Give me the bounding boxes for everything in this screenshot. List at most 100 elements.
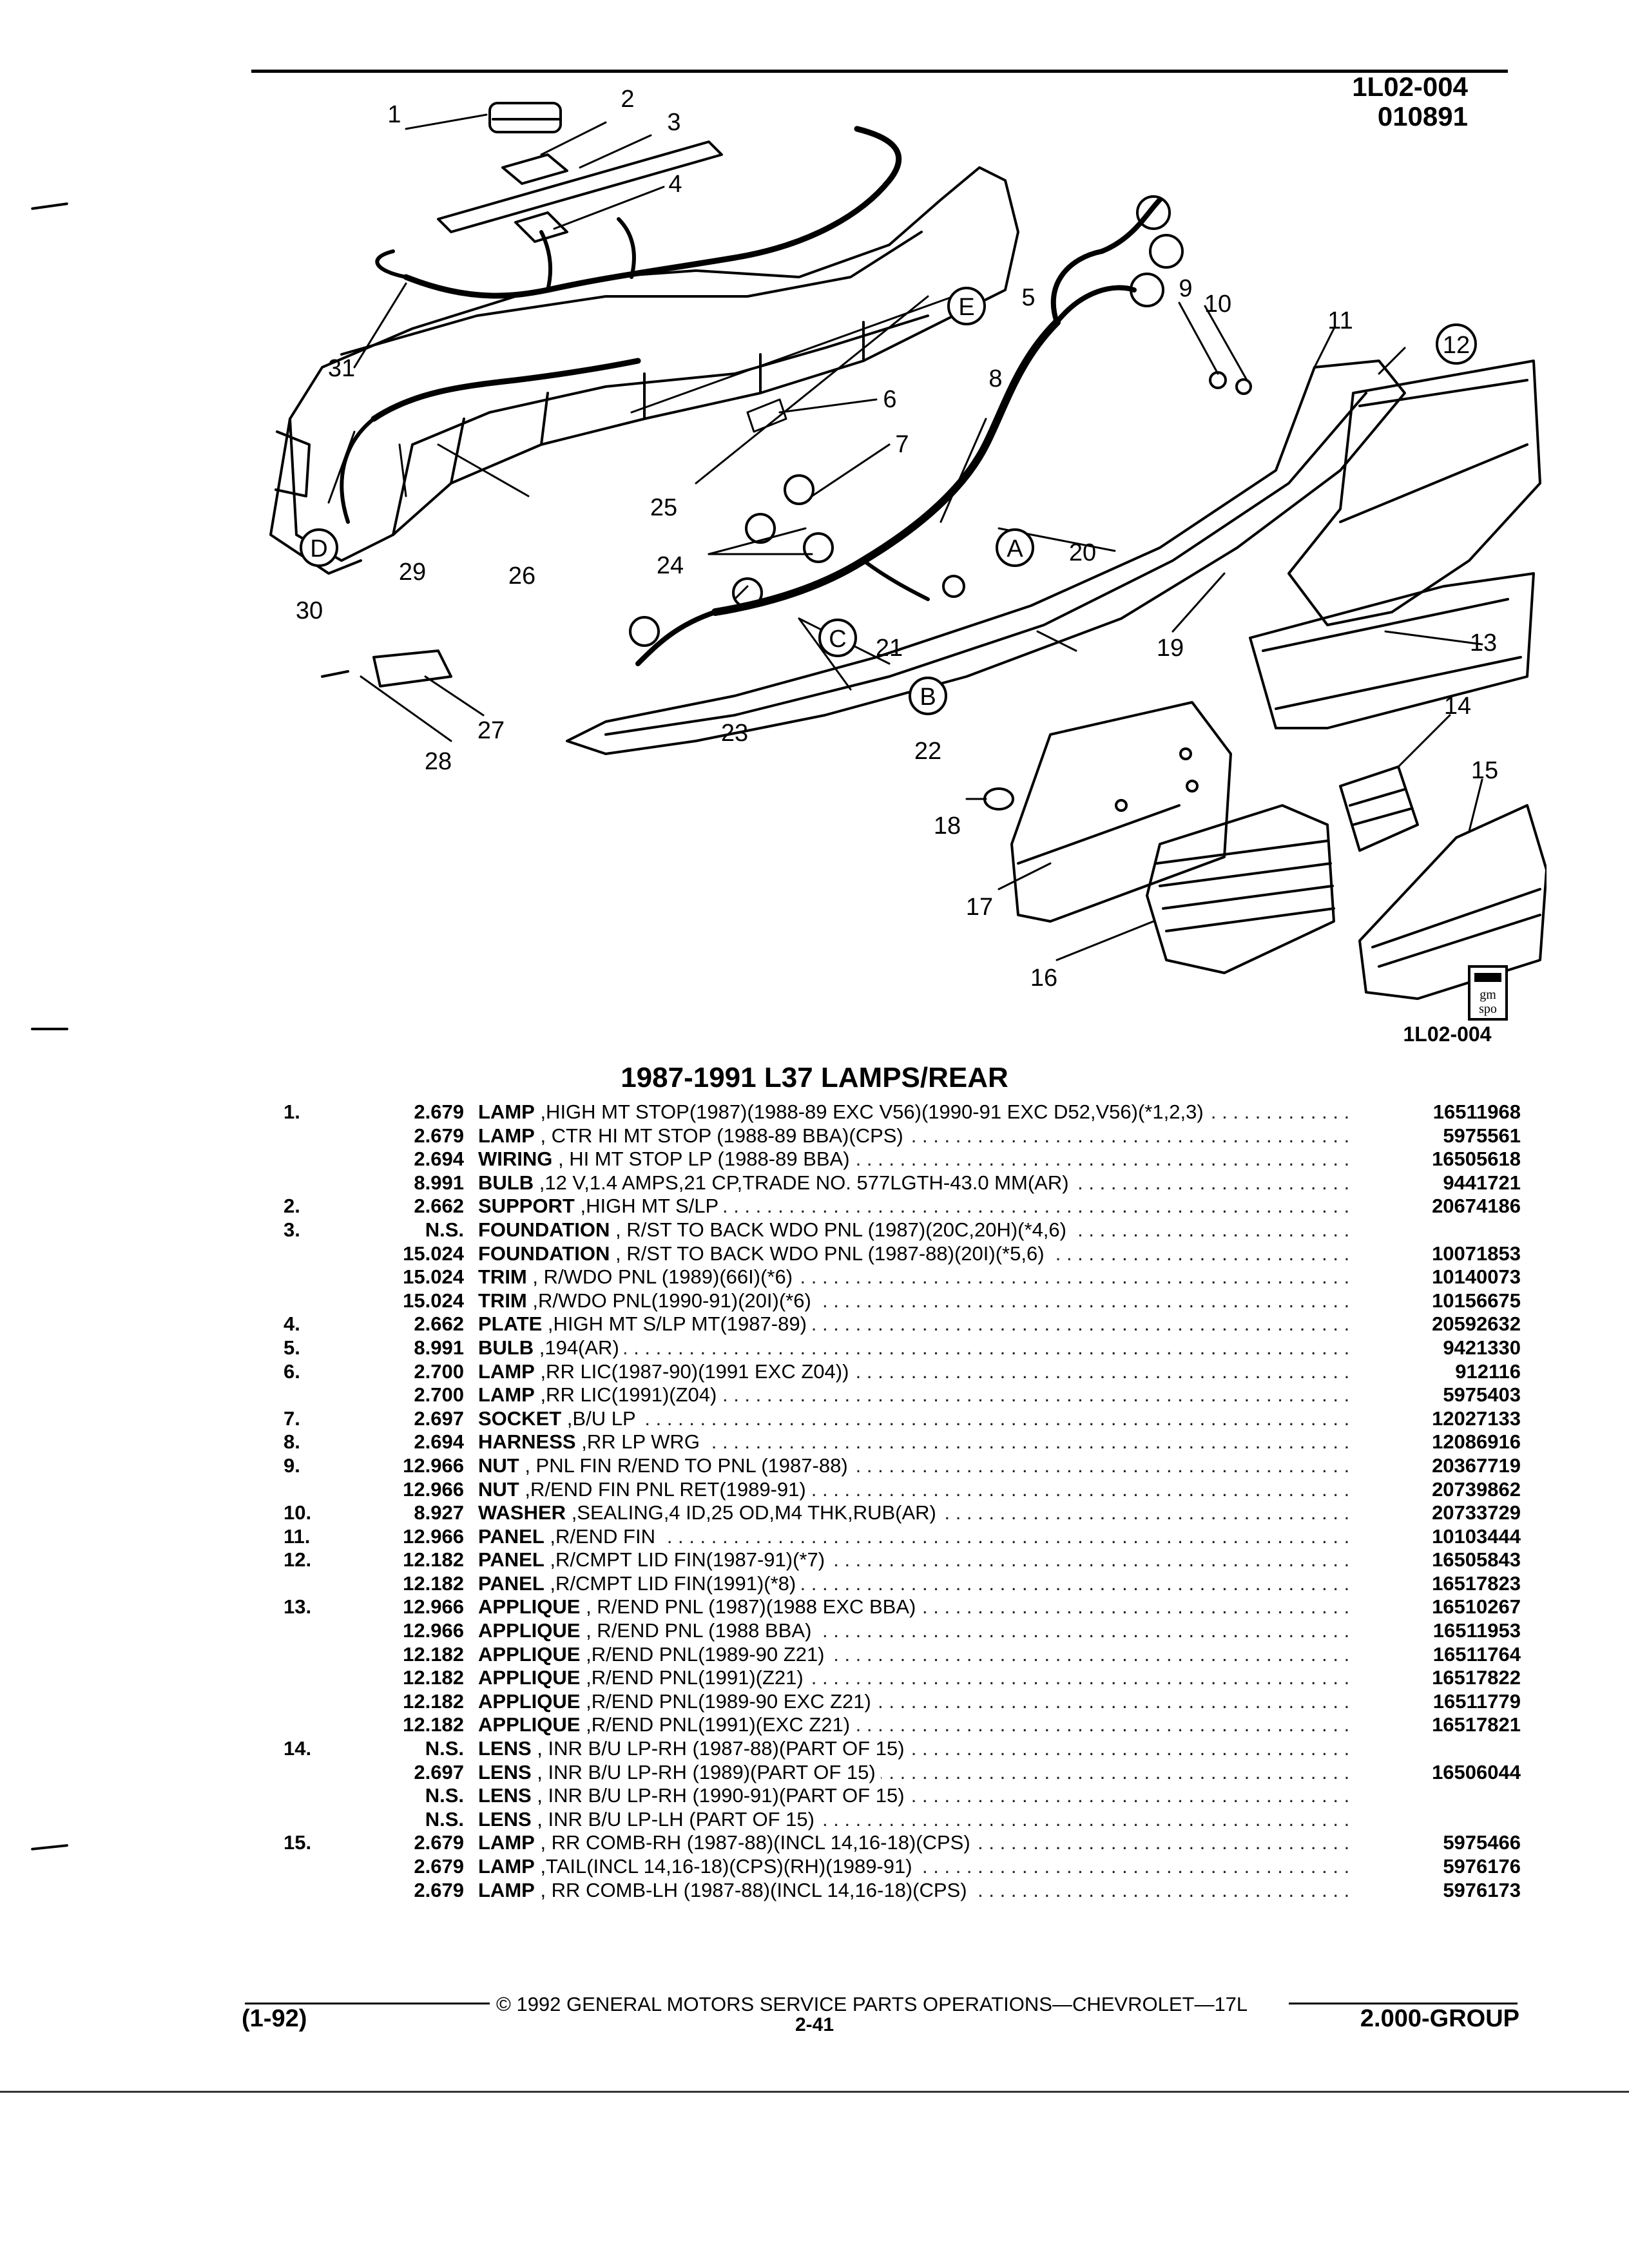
part-name: LENS <box>478 1807 532 1831</box>
part-group: 8.927 <box>414 1501 464 1524</box>
part-description: BULB ,194(AR) <box>478 1336 1351 1360</box>
part-detail: , INR B/U LP-RH (1989)(PART OF 15) <box>531 1760 876 1783</box>
part-name: APPLIQUE <box>478 1713 581 1736</box>
part-name: LAMP <box>478 1831 535 1854</box>
part-group: 8.991 <box>414 1171 464 1194</box>
part-description: LAMP , RR COMB-LH (1987-88)(INCL 14,16-1… <box>478 1878 1351 1903</box>
callout-12: 12 <box>1443 332 1470 359</box>
callout-18: 18 <box>934 812 961 840</box>
part-group: 12.182 <box>403 1713 464 1736</box>
part-description: LENS , INR B/U LP-RH (1987-88)(PART OF 1… <box>478 1737 1351 1761</box>
part-detail: ,R/CMPT LID FIN(1987-91)(*7) <box>544 1548 825 1571</box>
part-name: SOCKET <box>478 1407 562 1430</box>
part-group: 2.694 <box>414 1148 464 1171</box>
part-group: 2.700 <box>414 1383 464 1407</box>
part-detail: , R/ST TO BACK WDO PNL (1987-88)(20I)(*5… <box>610 1242 1045 1265</box>
side-panel <box>269 418 362 575</box>
callout-24: 24 <box>657 552 684 579</box>
part-group: 2.662 <box>414 1312 464 1336</box>
callout-15: 15 <box>1471 757 1498 784</box>
part-row: 14.N.S.LENS , INR B/U LP-RH (1987-88)(PA… <box>284 1737 1521 1761</box>
nut-shape <box>1209 371 1227 389</box>
part-detail: ,R/END PNL(1989-90 Z21) <box>580 1642 825 1666</box>
callout-13: 13 <box>1470 629 1497 657</box>
callout-31: 31 <box>328 355 355 382</box>
callout-8: 8 <box>988 365 1002 392</box>
part-detail: , RR COMB-RH (1987-88)(INCL 14,16-18)(CP… <box>534 1831 970 1854</box>
part-description: APPLIQUE ,R/END PNL(1991)(EXC Z21) <box>478 1713 1351 1737</box>
part-number: 16511764 <box>1432 1642 1521 1666</box>
callout-1: 1 <box>387 101 401 128</box>
part-detail: ,HIGH MT S/LP MT(1987-89) <box>542 1312 807 1336</box>
callout-19: 19 <box>1157 635 1184 662</box>
part-description: APPLIQUE , R/END PNL (1987)(1988 EXC BBA… <box>478 1595 1351 1619</box>
part-description: FOUNDATION , R/ST TO BACK WDO PNL (1987-… <box>478 1242 1351 1266</box>
margin-mark <box>31 1028 68 1030</box>
part-ref: 11. <box>284 1524 311 1548</box>
part-description: TRIM , R/WDO PNL (1989)(66I)(*6) <box>478 1265 1351 1289</box>
part-detail: ,RR LP WRG <box>575 1430 700 1454</box>
part-description: LAMP ,RR LIC(1987-90)(1991 EXC Z04)) <box>478 1360 1351 1384</box>
illustration-code: 1L02-004 <box>1352 72 1468 102</box>
part-ref: 3. <box>284 1218 300 1241</box>
part-group: N.S. <box>425 1784 464 1807</box>
part-group: 2.679 <box>414 1878 464 1901</box>
part-group: 8.991 <box>414 1336 464 1359</box>
callout-10: 10 <box>1204 291 1231 318</box>
part-group: 2.697 <box>414 1407 464 1430</box>
badge-line-2: spo <box>1479 1002 1497 1016</box>
part-name: TRIM <box>478 1289 527 1312</box>
part-number: 20674186 <box>1432 1195 1521 1218</box>
part-group: 12.966 <box>403 1477 464 1501</box>
part-name: FOUNDATION <box>478 1242 610 1265</box>
callout-7: 7 <box>895 431 909 458</box>
part-number: 10071853 <box>1432 1242 1521 1265</box>
part-detail: ,R/END PNL(1991)(EXC Z21) <box>580 1713 851 1736</box>
part-group: 12.966 <box>403 1524 464 1548</box>
margin-mark <box>30 1843 69 1851</box>
callout-20: 20 <box>1069 539 1096 566</box>
part-name: APPLIQUE <box>478 1619 581 1642</box>
part-detail: ,HIGH MT STOP(1987)(1988-89 EXC V56)(199… <box>534 1100 1204 1123</box>
part-detail: ,TAIL(INCL 14,16-18)(CPS)(RH)(1989-91) <box>534 1855 912 1878</box>
circle-letter-e: E <box>958 294 974 321</box>
bottom-rule <box>0 2091 1629 2093</box>
lower-wiring <box>371 358 641 422</box>
part-name: APPLIQUE <box>478 1689 581 1713</box>
circle-letter-d: D <box>310 535 327 562</box>
footer-copyright: © 1992 GENERAL MOTORS SERVICE PARTS OPER… <box>496 1993 1248 2015</box>
part-detail: ,RR LIC(1987-90)(1991 EXC Z04)) <box>534 1360 849 1383</box>
callout-6: 6 <box>883 386 896 413</box>
part-group: 12.966 <box>403 1454 464 1477</box>
plate-shape <box>514 211 568 243</box>
part-number: 16511968 <box>1432 1100 1521 1123</box>
footer-rule-right <box>1289 2003 1518 2004</box>
part-description: SOCKET ,B/U LP <box>478 1407 1351 1431</box>
part-description: BULB ,12 V,1.4 AMPS,21 CP,TRADE NO. 577L… <box>478 1171 1351 1195</box>
footer-group: 2.000-GROUP <box>1360 2005 1519 2032</box>
part-name: LENS <box>478 1760 532 1783</box>
part-detail: , R/WDO PNL (1989)(66I)(*6) <box>526 1265 793 1289</box>
part-ref: 2. <box>284 1195 300 1218</box>
part-group: 2.694 <box>414 1430 464 1454</box>
top-rule <box>251 70 1508 73</box>
part-detail: ,HIGH MT S/LP <box>574 1195 719 1218</box>
callout-23: 23 <box>721 720 748 747</box>
margin-mark <box>31 202 68 211</box>
part-ref: 10. <box>284 1501 312 1524</box>
callout-28: 28 <box>425 748 452 775</box>
part-number: 9441721 <box>1443 1171 1521 1194</box>
part-name: LAMP <box>478 1878 535 1901</box>
socket-shape <box>1136 195 1171 230</box>
part-name: APPLIQUE <box>478 1642 581 1666</box>
part-detail: ,SEALING,4 ID,25 OD,M4 THK,RUB(AR) <box>566 1501 936 1524</box>
part-group: N.S. <box>425 1807 464 1831</box>
part-row: 3.N.S.FOUNDATION , R/ST TO BACK WDO PNL … <box>284 1218 1521 1242</box>
